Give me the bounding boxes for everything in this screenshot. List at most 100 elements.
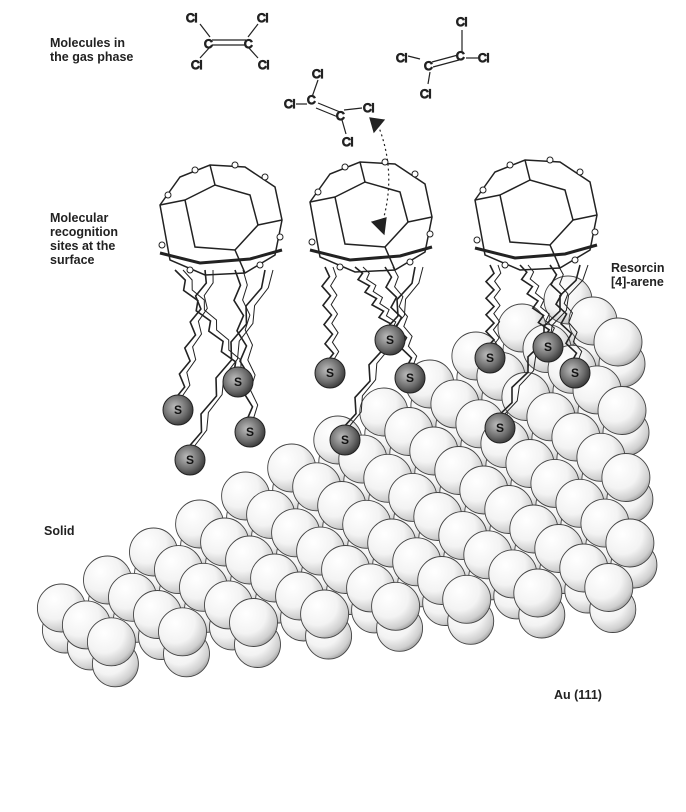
gold-atom [514,569,562,617]
oxygen-atom [192,167,198,173]
gold-atom [598,387,646,435]
resorcinarene-cages [159,157,598,275]
sulfur-label: S [326,366,334,380]
resorcinarene-cage [309,159,433,272]
alkyl-chain [234,270,253,422]
alkyl-chain [243,270,258,420]
sulfur-atom: S [395,363,425,393]
oxygen-atom [257,262,263,268]
label-resorcinarene: Resorcin [4]-arene [611,261,665,289]
sulfur-label: S [246,425,254,439]
oxygen-atom [337,264,343,270]
oxygen-atom [165,192,171,198]
oxygen-atom [187,267,193,273]
cl-atom-label: Cl [342,135,353,149]
sulfur-label: S [234,375,242,389]
sulfur-atom: S [475,343,505,373]
label-recognition-sites: Molecular recognition sites at the surfa… [50,211,118,267]
oxygen-atom [232,162,238,168]
sulfur-atom: S [375,325,405,355]
oxygen-atom [412,171,418,177]
gas-molecule-3: Cl Cl Cl Cl C C [284,67,374,149]
c-atom-label: C [336,109,345,123]
oxygen-atom [480,187,486,193]
oxygen-atom [572,257,578,263]
gold-atom [87,618,135,666]
resorcinarene-cage [474,157,598,270]
sulfur-atom: S [560,358,590,388]
cl-atom-label: Cl [258,58,269,72]
arrow-head-down [372,218,386,234]
alkyl-chain [322,267,334,363]
oxygen-atom [474,237,480,243]
label-au-111: Au (111) [554,688,602,702]
sulfur-atom: S [163,395,193,425]
cl-atom-label: Cl [312,67,323,81]
oxygen-atom [262,174,268,180]
oxygen-atom [159,242,165,248]
gold-lattice [37,276,657,687]
sulfur-label: S [571,366,579,380]
gold-atom [230,599,278,647]
sulfur-atom: S [315,358,345,388]
sulfur-label: S [386,333,394,347]
oxygen-atom [577,169,583,175]
cl-atom-label: Cl [257,11,268,25]
oxygen-atom [342,164,348,170]
gold-atom [585,564,633,612]
c-atom-label: C [204,37,213,51]
oxygen-atom [277,234,283,240]
sulfur-atom: S [223,367,253,397]
sulfur-atom: S [485,413,515,443]
gold-atom [159,608,207,656]
cl-atom-label: Cl [191,58,202,72]
sulfur-label: S [341,433,349,447]
sulfur-atom: S [175,445,205,475]
alkyl-chain [181,270,213,398]
sulfur-atom: S [235,417,265,447]
resorcinarene-cage [159,162,283,275]
sulfur-atom: S [533,332,563,362]
sulfur-atom: S [330,425,360,455]
oxygen-atom [427,231,433,237]
sulfur-label: S [174,403,182,417]
sulfur-label: S [544,340,552,354]
sulfur-label: S [406,371,414,385]
cl-atom-label: Cl [363,101,374,115]
oxygen-atom [315,189,321,195]
c-atom-label: C [456,49,465,63]
gold-atom [606,519,654,567]
cl-atom-label: Cl [478,51,489,65]
cl-atom-label: Cl [284,97,295,111]
oxygen-atom [309,239,315,245]
oxygen-atom [502,262,508,268]
c-atom-label: C [307,93,316,107]
gold-atom [594,318,642,366]
gold-atom [602,454,650,502]
gas-molecule-1: Cl Cl Cl Cl C C [186,11,269,72]
oxygen-atom [547,157,553,163]
cl-atom-label: Cl [420,87,431,101]
label-gas-phase: Molecules in the gas phase [50,36,133,64]
sulfur-label: S [186,453,194,467]
cl-atom-label: Cl [186,11,197,25]
c-atom-label: C [244,37,253,51]
oxygen-atom [407,259,413,265]
cl-atom-label: Cl [456,15,467,29]
alkyl-chain [355,267,391,330]
exchange-arrow [370,118,389,234]
arrow-head-up [370,118,384,132]
oxygen-atom [592,229,598,235]
c-atom-label: C [424,59,433,73]
cl-atom-label: Cl [396,51,407,65]
oxygen-atom [507,162,513,168]
sulfur-label: S [486,351,494,365]
alkyl-chain [174,270,206,400]
gold-atom [443,575,491,623]
sulfur-label: S [496,421,504,435]
gold-atom [372,582,420,630]
alkyl-chain [331,267,339,361]
gold-atom [301,590,349,638]
label-solid: Solid [44,524,75,538]
